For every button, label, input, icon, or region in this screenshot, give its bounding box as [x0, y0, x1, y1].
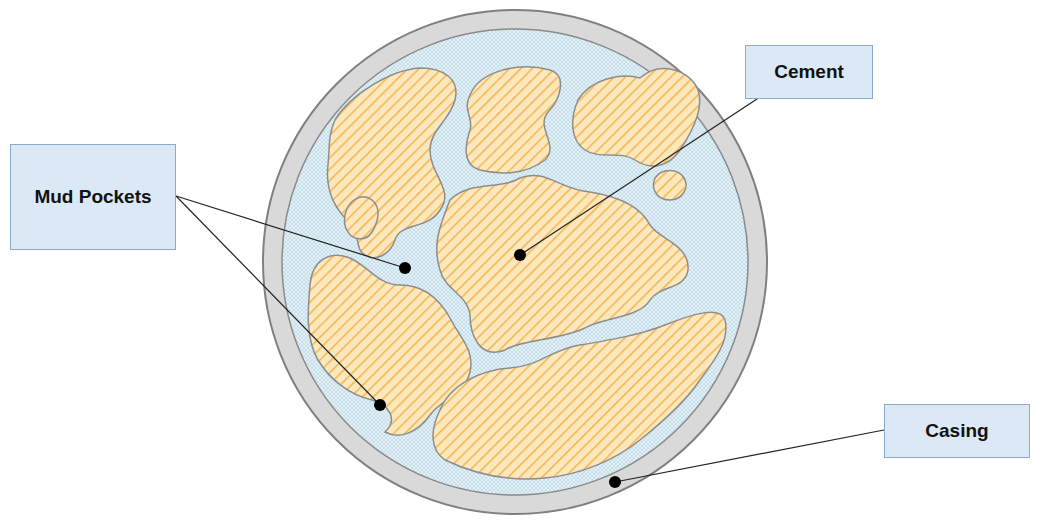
mud-area	[282, 29, 748, 495]
casing-ring	[263, 10, 767, 514]
cement-blobs	[308, 67, 726, 479]
callout-label: Cement	[774, 60, 844, 84]
leader-lines	[176, 97, 884, 482]
callout-label: Mud Pockets	[34, 185, 151, 209]
leader-dots	[374, 249, 621, 488]
callout-box: Cement	[745, 45, 873, 99]
callout-box: Casing	[884, 404, 1030, 458]
callout-label: Casing	[925, 419, 988, 443]
callout-box: Mud Pockets	[10, 144, 176, 250]
